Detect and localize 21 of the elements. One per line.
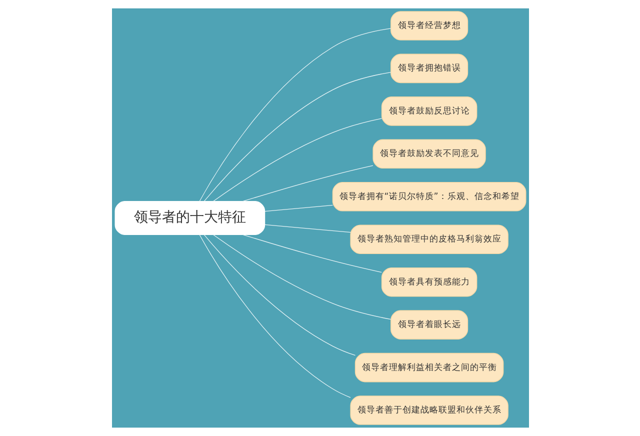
connector [203,234,356,356]
connector [242,165,373,202]
node-box: 领导者经营梦想 [390,11,468,40]
connector [198,28,391,202]
node-box: 领导者鼓励反思讨论 [380,96,477,126]
node-box: 领导者鼓励发表不同意见 [372,139,486,169]
node-box: 领导者善于创建战略联盟和伙伴关系 [350,396,508,425]
connector [212,234,391,320]
node-box: 领导者着眼长远 [390,310,468,340]
connector [198,234,350,398]
connector [264,224,350,233]
node-box: 领导者的十大特征 [114,200,265,236]
node-box: 领导者拥抱错误 [390,54,468,84]
node-box: 领导者拥有“诺贝尔特质”：乐观、信念和希望 [332,182,526,212]
connector [264,204,333,212]
connector [212,118,382,202]
node-box: 领导者熟知管理中的皮格马利翁效应 [350,224,508,254]
connector [203,72,391,202]
node-box: 领导者理解利益相关者之间的平衡 [354,352,504,382]
node-box: 领导者具有预感能力 [380,267,477,297]
connector [242,234,382,273]
